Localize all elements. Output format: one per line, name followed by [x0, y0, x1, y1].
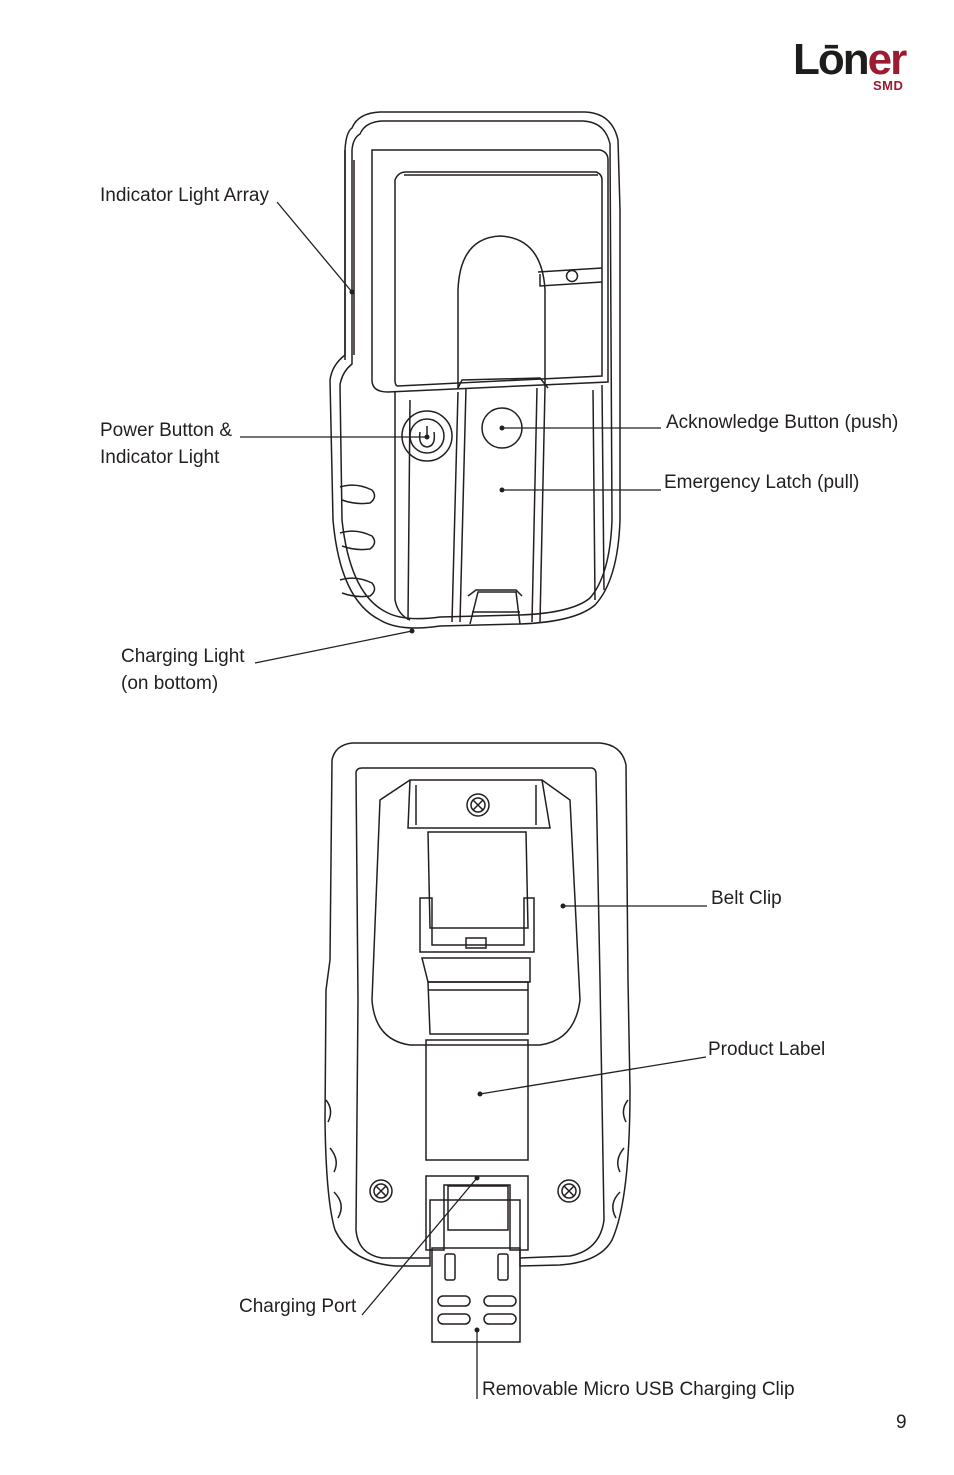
label-acknowledge-button: Acknowledge Button (push)	[666, 412, 899, 433]
leader-lines	[240, 201, 707, 1399]
logo-wordmark: Lōner	[793, 35, 908, 84]
page-number: 9	[896, 1412, 907, 1433]
label-charging-port: Charging Port	[239, 1296, 357, 1317]
device-front-view	[329, 111, 621, 629]
label-power-button-line1: Power Button &	[100, 420, 233, 441]
label-belt-clip: Belt Clip	[711, 888, 782, 909]
label-charging-light-line1: Charging Light	[121, 646, 245, 667]
logo-sub: SMD	[873, 78, 904, 93]
device-back-view	[324, 742, 631, 1343]
label-product-label: Product Label	[708, 1039, 826, 1060]
label-indicator-light-array: Indicator Light Array	[100, 185, 269, 206]
loner-smd-logo: Lōner SMD	[793, 38, 918, 98]
label-usb-charging-clip: Removable Micro USB Charging Clip	[482, 1379, 795, 1400]
label-charging-light-line2: (on bottom)	[121, 673, 219, 694]
label-power-button-line2: Indicator Light	[100, 447, 220, 468]
label-emergency-latch: Emergency Latch (pull)	[664, 472, 860, 493]
logo-word-dark: Lōn	[793, 35, 870, 84]
logo-word-red: er	[867, 35, 908, 84]
leader-dots	[349, 289, 566, 1333]
